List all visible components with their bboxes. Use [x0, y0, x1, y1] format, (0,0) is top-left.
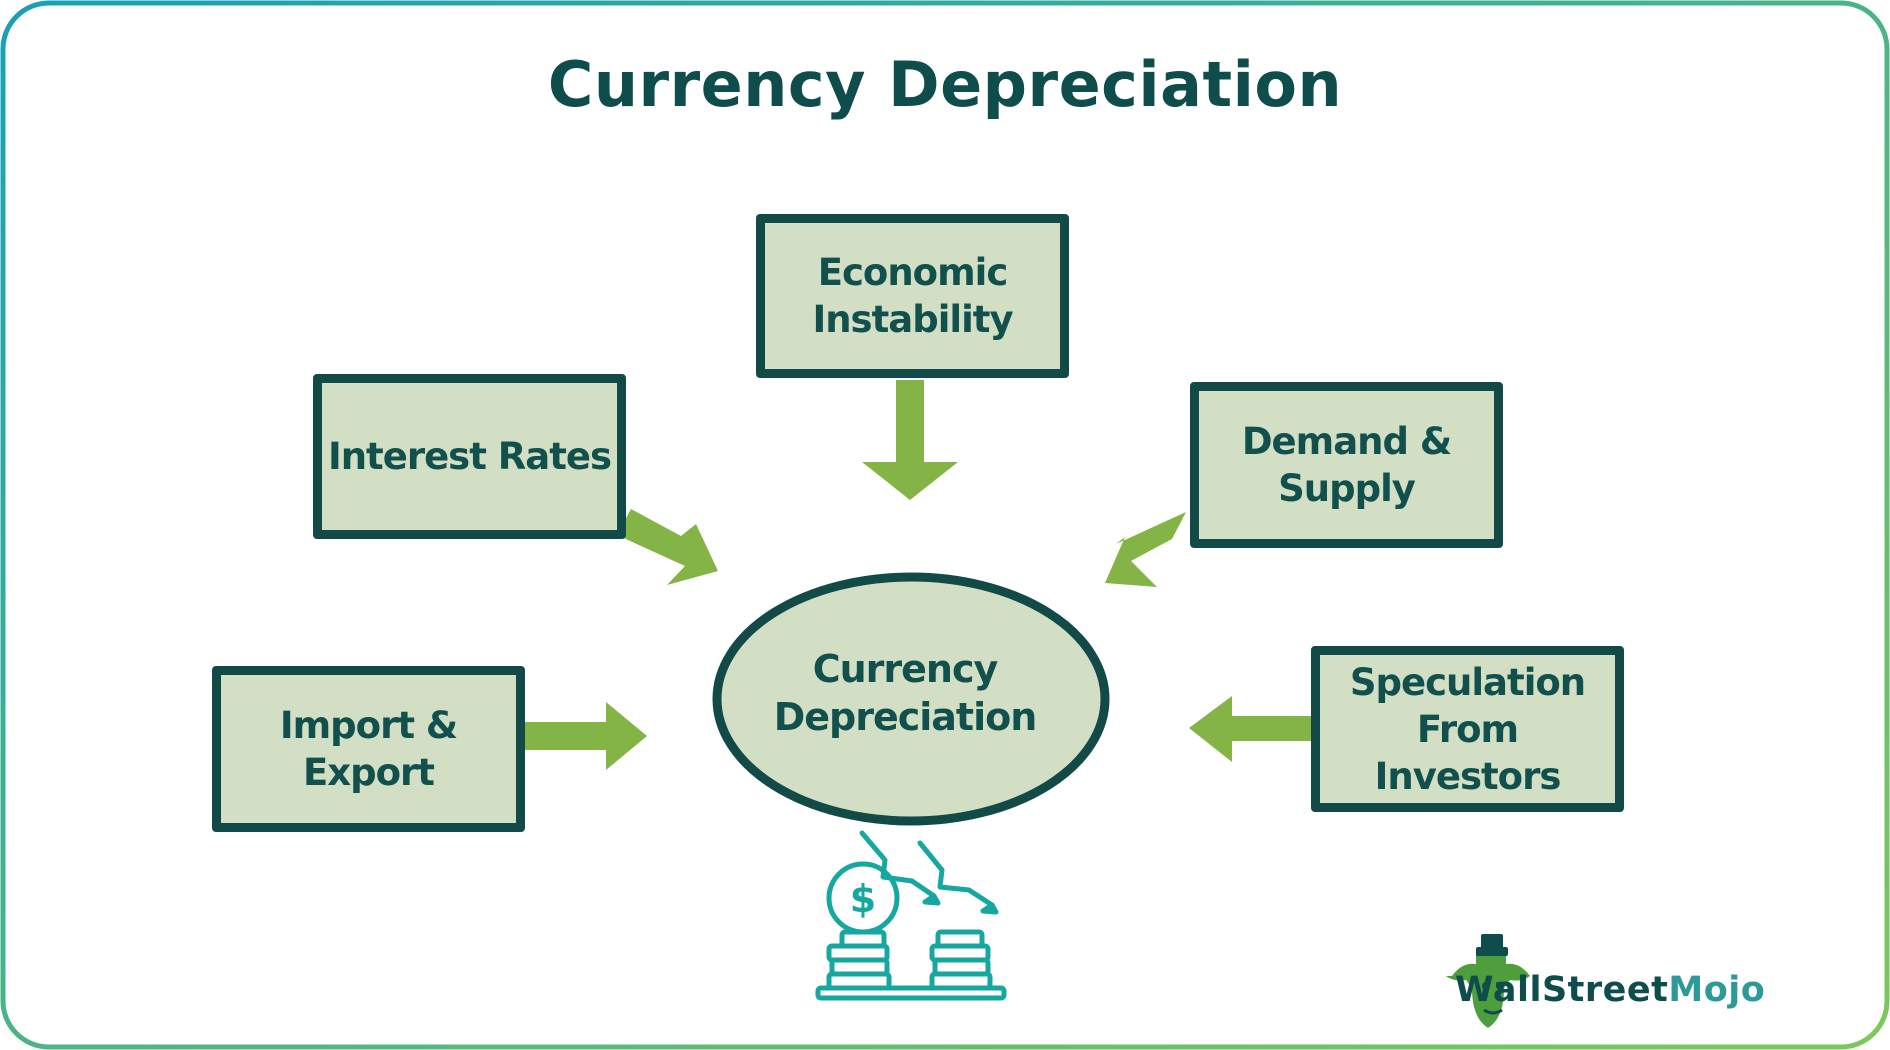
center-ellipse — [712, 572, 1110, 826]
bull-mascot-logo — [1446, 934, 1530, 1028]
coins-falling-arrows-icon: $ — [815, 830, 1007, 1001]
brand-name: WallStreetMojo — [1455, 970, 1765, 1010]
arrow-interest-diag — [617, 509, 718, 585]
diagram-title: Currency Depreciation — [547, 48, 1343, 121]
brand-name-part2: Mojo — [1668, 970, 1766, 1010]
node-speculation-investors: Speculation From Investors — [1311, 646, 1624, 812]
node-label: Interest Rates — [327, 435, 612, 478]
arrow-demand-diag — [1105, 512, 1186, 587]
node-label: Speculation From Investors — [1349, 660, 1586, 798]
node-label: Economic Instability — [812, 251, 1013, 341]
node-label: Import & Export — [279, 704, 458, 794]
node-demand-supply: Demand & Supply — [1190, 382, 1503, 548]
node-economic-instability: Economic Instability — [756, 214, 1069, 378]
arrow-economic-down — [862, 380, 958, 500]
svg-text:$: $ — [850, 877, 876, 921]
node-label: Demand & Supply — [1241, 420, 1452, 510]
center-node-label: Currency Depreciation — [773, 647, 1038, 739]
node-import-export: Import & Export — [212, 666, 525, 832]
arrow-import-right — [525, 702, 647, 770]
arrow-speculation-left — [1189, 696, 1311, 762]
brand-wordmark: WallStreetMojo — [1445, 950, 1765, 1030]
brand-name-part1: WallStreet — [1455, 970, 1669, 1010]
node-interest-rates: Interest Rates — [313, 374, 626, 539]
